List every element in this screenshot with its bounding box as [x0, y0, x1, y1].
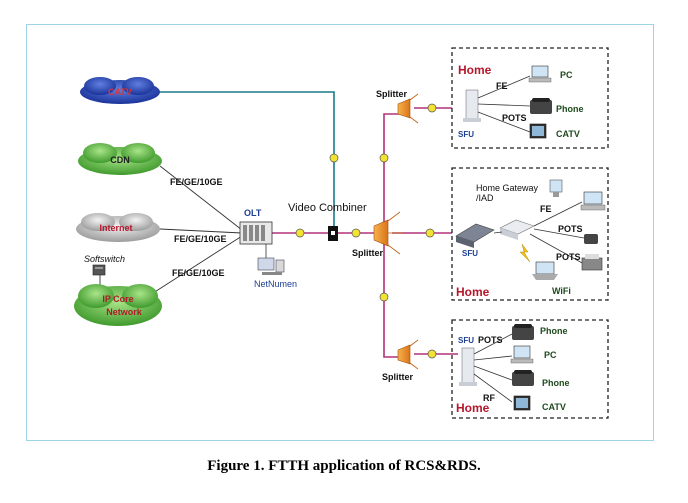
fax-icon	[581, 254, 603, 271]
video-combiner-label: Video Combiner	[288, 202, 367, 214]
home1-catv-label: CATV	[556, 129, 580, 139]
catv-coax-line	[160, 91, 335, 226]
fiber-connector-markers	[295, 103, 437, 359]
laptop-icon	[532, 261, 558, 280]
softswitch-device	[92, 264, 106, 276]
wifi-bolt-icon	[519, 243, 531, 263]
splitter-top	[397, 93, 419, 124]
cdn-cloud: CDN	[78, 143, 162, 175]
home1-pots-label: POTS	[502, 113, 527, 123]
ipcore-link-line	[149, 235, 243, 296]
home2-wifi-label: WiFi	[552, 286, 571, 296]
video-combiner-device	[328, 226, 338, 241]
pc-icon	[510, 345, 534, 364]
ipcore-cloud-label-2: Network	[106, 307, 143, 317]
phone-icon	[512, 370, 534, 386]
splitter-top-label: Splitter	[376, 89, 408, 99]
home3-phone2-label: Phone	[542, 378, 570, 388]
home1-pc-label: PC	[560, 70, 573, 80]
olt-label: OLT	[244, 208, 262, 218]
home-gateway-device	[499, 219, 535, 240]
cdn-link-line	[159, 165, 243, 231]
home2-sfu-device	[455, 223, 495, 248]
home2-gateway-label-2: /IAD	[476, 193, 494, 203]
tv-icon	[513, 395, 531, 411]
splitter-middle	[373, 211, 403, 255]
olt-device	[239, 221, 273, 245]
ipcore-cloud-label: IP Core	[102, 294, 133, 304]
tv-icon	[529, 123, 547, 139]
internet-link-line	[159, 228, 243, 234]
connector-marker	[351, 228, 361, 238]
home2-title: Home	[456, 285, 490, 299]
pc-icon	[528, 65, 552, 83]
splitter-middle-label: Splitter	[352, 248, 384, 258]
home2-gateway-label: Home Gateway	[476, 183, 539, 193]
splitter-bottom	[397, 339, 419, 370]
connector-marker	[295, 228, 305, 238]
netnumen-device	[257, 244, 285, 275]
phone-icon	[584, 234, 598, 244]
cdn-cloud-label: CDN	[110, 155, 130, 165]
home1-box	[451, 47, 609, 149]
softswitch-label: Softswitch	[84, 254, 125, 264]
home2-pots2-label: POTS	[556, 252, 581, 262]
home3-catv-label: CATV	[542, 402, 566, 412]
home2-fe-label: FE	[540, 204, 552, 214]
internet-link-label: FE/GE/10GE	[174, 234, 227, 244]
home3-rf-label: RF	[483, 393, 495, 403]
figure-caption: Figure 1. FTTH application of RCS&RDS.	[207, 458, 481, 474]
connector-marker	[379, 292, 389, 302]
diagram-frame	[26, 24, 654, 441]
connector-marker	[427, 349, 437, 359]
internet-cloud-label: Internet	[99, 223, 132, 233]
netnumen-label: NetNumen	[254, 279, 297, 289]
home3-title: Home	[456, 401, 490, 415]
catv-cloud-label: CATV	[108, 87, 132, 97]
phone-icon	[512, 324, 534, 340]
home3-pc-label: PC	[544, 350, 557, 360]
home1-title: Home	[458, 63, 492, 77]
pc-icon	[580, 191, 606, 211]
ipcore-link-label: FE/GE/10GE	[172, 268, 225, 278]
home1-sfu-label: SFU	[458, 130, 474, 139]
connector-marker	[425, 228, 435, 238]
splitter-bottom-label: Splitter	[382, 372, 414, 382]
home3-phone1-label: Phone	[540, 326, 568, 336]
home2-sfu-label: SFU	[462, 249, 478, 258]
home2-box	[451, 167, 609, 301]
gateway-camera-icon	[549, 179, 563, 197]
catv-cloud: CATV	[80, 77, 160, 104]
cdn-link-label: FE/GE/10GE	[170, 177, 223, 187]
home2-pots1-label: POTS	[558, 224, 583, 234]
home3-box	[451, 319, 609, 419]
ipcore-cloud: IP Core Network	[74, 284, 162, 326]
home1-fe-label: FE	[496, 81, 508, 91]
home1-sfu-device	[463, 89, 481, 122]
home1-phone-label: Phone	[556, 104, 584, 114]
connector-marker	[379, 153, 389, 163]
home3-pots-label: POTS	[478, 335, 503, 345]
connector-marker	[329, 153, 339, 163]
upper-trunk-line	[383, 113, 400, 226]
connector-marker	[427, 103, 437, 113]
lower-trunk-line	[383, 240, 400, 358]
phone-icon	[530, 98, 552, 114]
internet-cloud: Internet	[76, 213, 160, 242]
home3-sfu-label: SFU	[458, 336, 474, 345]
